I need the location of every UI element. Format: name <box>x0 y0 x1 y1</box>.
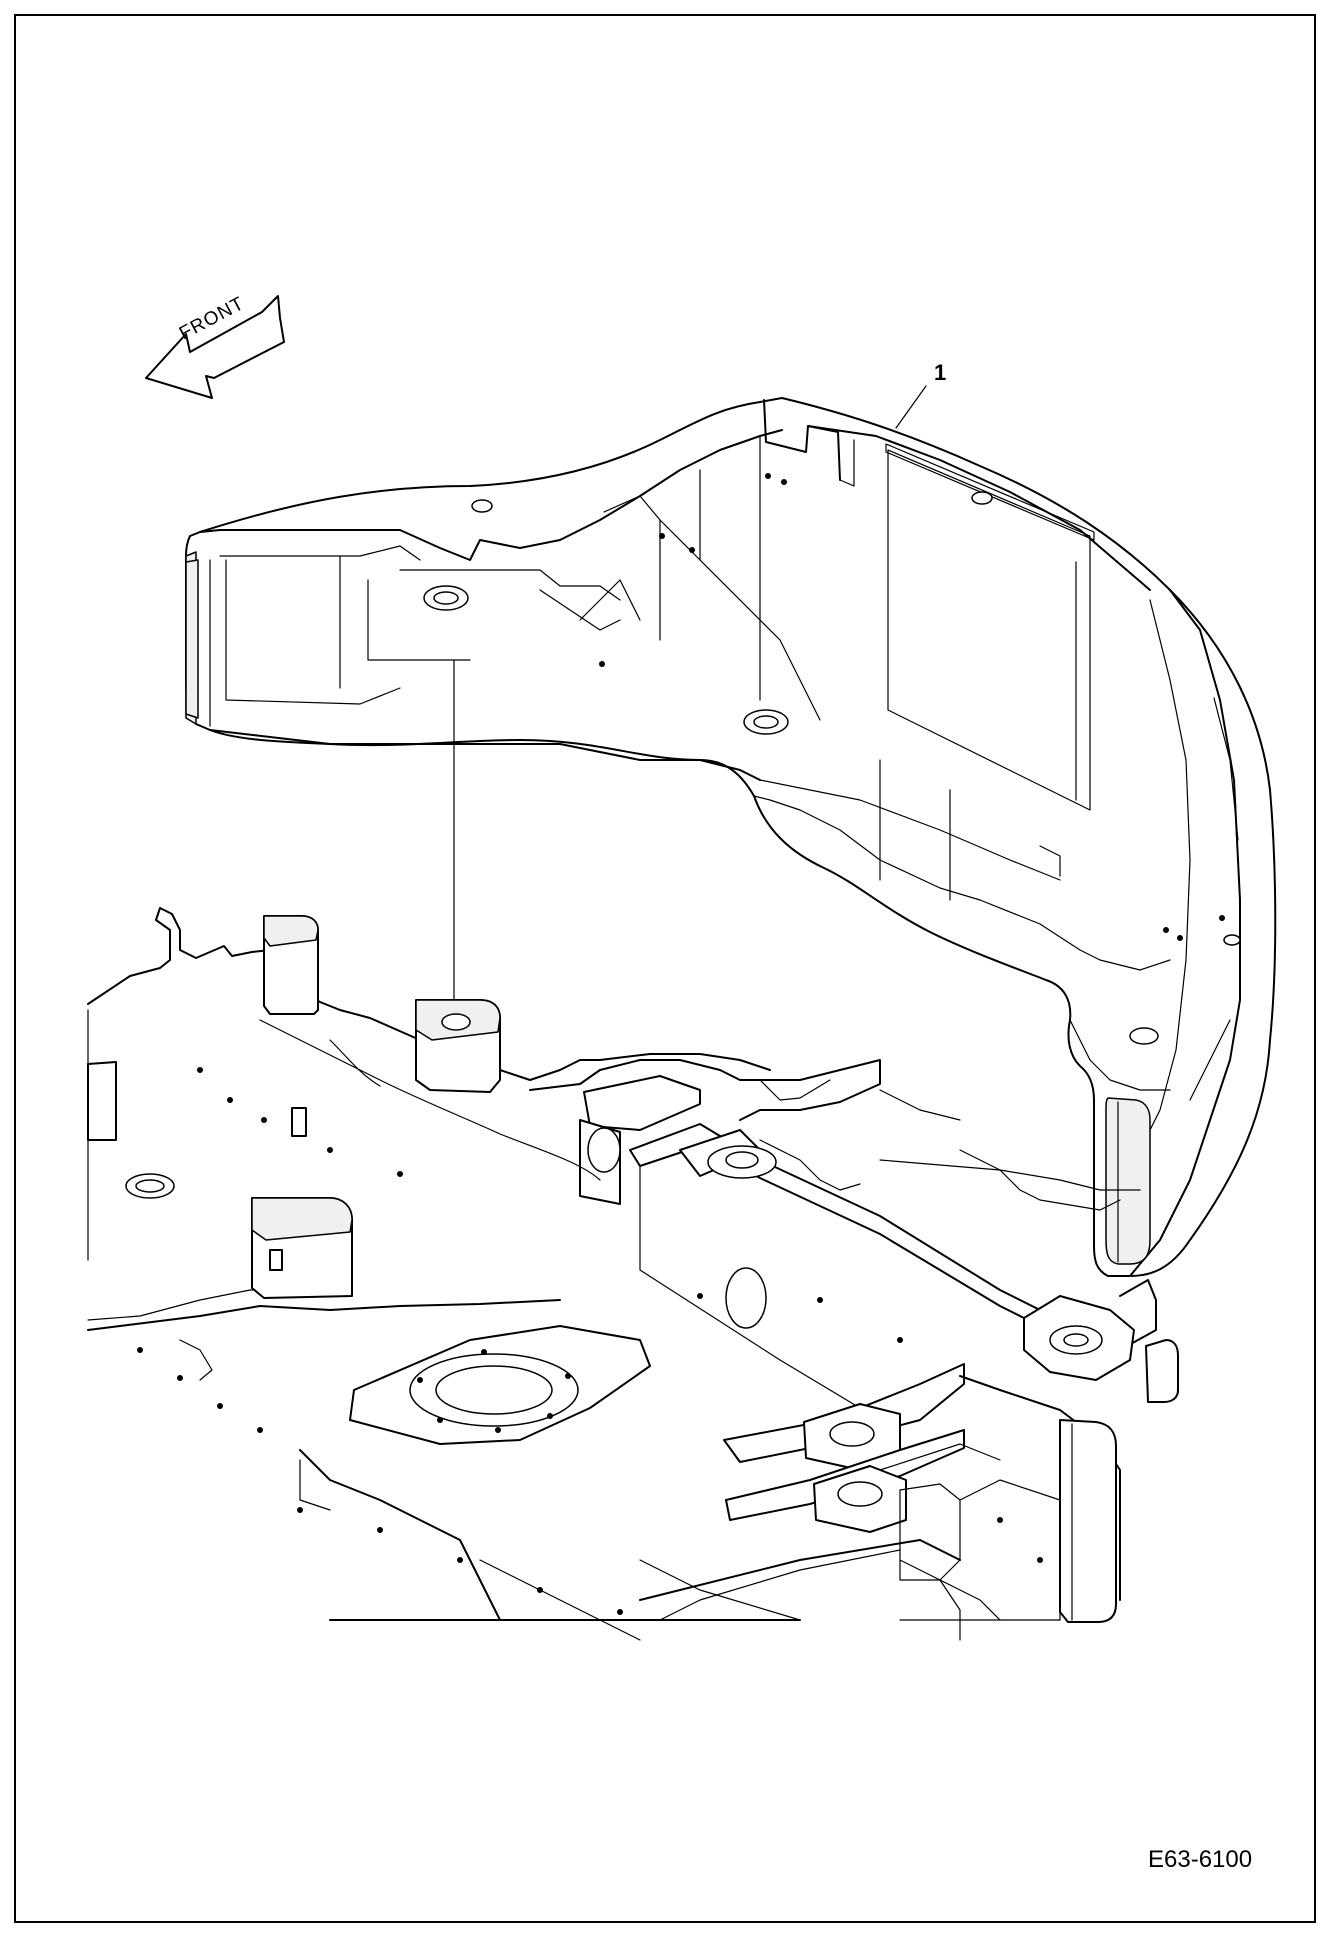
front-arrow-icon <box>145 295 285 399</box>
callout-number: 1 <box>934 360 947 385</box>
drawing-number: E63-6100 <box>1148 1846 1253 1873</box>
counterweight-part <box>185 397 1277 1277</box>
upper-frame <box>87 907 1179 1641</box>
drawing-border <box>14 14 1316 1923</box>
callout-leader-line <box>895 385 927 429</box>
